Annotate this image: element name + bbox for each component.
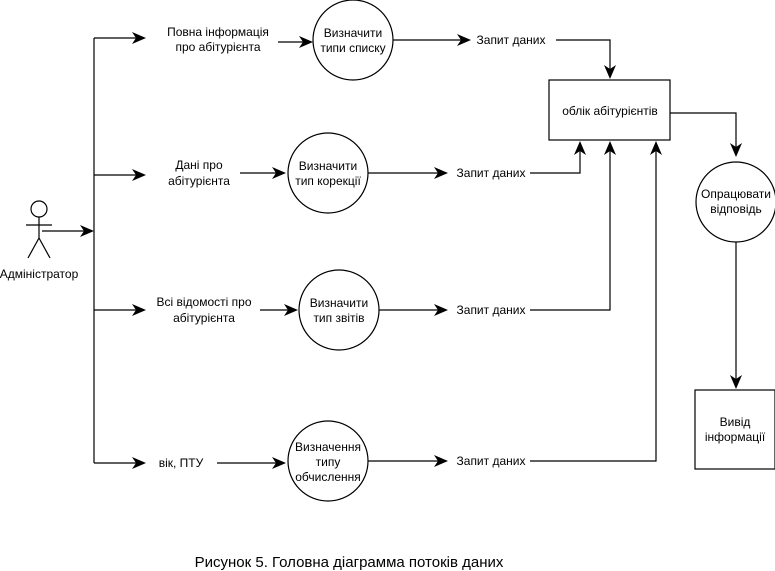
flow-to-request-3	[379, 304, 448, 316]
flow-to-store-2	[530, 141, 586, 174]
svg-text:тип корекції: тип корекції	[295, 174, 361, 188]
svg-text:тип звітів: тип звітів	[313, 311, 364, 325]
figure-caption: Рисунок 5. Головна діаграмма потоків дан…	[195, 554, 504, 571]
flow-response-to-output	[730, 242, 742, 389]
data-flow-label-2: Дані про абітурієнта	[168, 158, 230, 188]
svg-text:типи списку: типи списку	[320, 41, 385, 55]
process-2: Визначити тип корекції	[287, 132, 369, 214]
svg-text:обчислення: обчислення	[295, 470, 361, 484]
svg-text:Визначити: Визначити	[310, 296, 368, 310]
branch-arrow-4	[94, 457, 146, 469]
svg-text:абітурієнта: абітурієнта	[173, 311, 235, 325]
svg-text:типу: типу	[316, 455, 341, 469]
actor-label: Адміністратор	[0, 267, 79, 281]
process-4: Визначення типу обчислення	[287, 420, 369, 502]
flow-store-to-response	[670, 112, 742, 157]
process-1: Визначити типи списку	[312, 0, 394, 81]
flow-to-store-4	[530, 141, 662, 462]
branch-arrow-2	[94, 169, 146, 181]
flow-to-request-2	[368, 167, 448, 179]
svg-text:Вивід: Вивід	[720, 415, 751, 429]
svg-text:облік абітурієнтів: облік абітурієнтів	[562, 104, 658, 118]
svg-text:про абітурієнта: про абітурієнта	[175, 40, 260, 54]
output-box: Вивід інформації	[694, 389, 775, 470]
flow-to-store-3	[530, 141, 616, 311]
request-label-4: Запит даних	[457, 454, 526, 468]
request-label-3: Запит даних	[457, 303, 526, 317]
process-response: Опрацювати відповідь	[695, 161, 775, 243]
data-flow-label-1: Повна інформація про абітурієнта	[167, 25, 269, 54]
svg-text:Дані про: Дані про	[175, 158, 223, 172]
svg-text:Всі відомості про: Всі відомості про	[157, 295, 252, 309]
svg-text:абітурієнта: абітурієнта	[168, 174, 230, 188]
data-flow-label-3: Всі відомості про абітурієнта	[157, 295, 252, 325]
svg-text:Визначити: Визначити	[299, 159, 357, 173]
flow-to-process-2	[240, 167, 286, 179]
request-label-1: Запит даних	[477, 33, 546, 47]
flow-to-process-3	[260, 304, 298, 316]
svg-text:Визначити: Визначити	[324, 26, 382, 40]
actor-figure	[26, 200, 52, 259]
svg-text:Визначення: Визначення	[295, 440, 361, 454]
data-store: облік абітурієнтів	[548, 79, 671, 141]
svg-text:Опрацювати: Опрацювати	[701, 187, 771, 201]
flow-to-process-4	[217, 457, 286, 469]
flow-to-store-1	[556, 39, 616, 79]
request-label-2: Запит даних	[457, 166, 526, 180]
flow-to-process-1	[278, 36, 313, 48]
svg-text:інформації: інформації	[705, 430, 766, 444]
branch-arrow-1	[94, 32, 146, 44]
actor-connector	[42, 225, 94, 237]
flow-to-request-1	[393, 34, 471, 46]
process-3: Визначити тип звітів	[298, 269, 380, 351]
svg-text:Повна інформація: Повна інформація	[167, 25, 269, 39]
svg-text:відповідь: відповідь	[710, 202, 762, 216]
data-flow-label-4: вік, ПТУ	[159, 456, 204, 470]
flow-to-request-4	[368, 455, 448, 467]
branch-arrow-3	[94, 304, 146, 316]
